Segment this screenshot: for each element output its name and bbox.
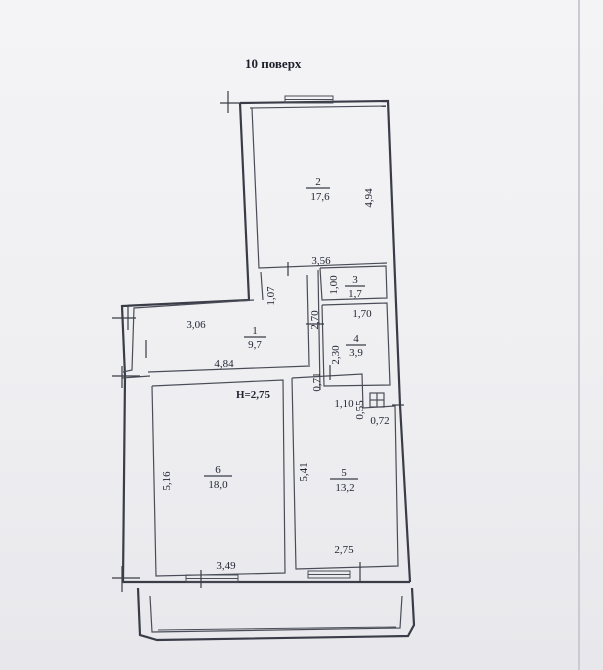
dimension-labels: 4,94 3,56 1,00 1,70 2,30 1,07 2,70 3,06 … [161,188,390,572]
dim-room4-height: 2,30 [330,345,342,365]
room-5-outline [291,373,399,570]
balcony [136,587,416,642]
dim-gap-071: 0,71 [311,372,323,391]
dim-room3-height: 1,00 [328,275,340,295]
dim-room5-width: 2,75 [334,544,354,556]
hall-lower-wall [121,365,311,379]
room-1-number: 1 [252,325,258,337]
floor-title: 10 поверх [245,56,302,71]
dim-gap-110: 1,10 [334,398,354,410]
dim-corridor-lower: 2,70 [309,310,321,330]
dim-hall-width-top: 3,06 [186,319,206,331]
dim-room2-height: 4,94 [363,188,375,208]
room-4-number: 4 [353,333,359,345]
room-3-number: 3 [352,274,358,286]
dim-room5-height: 5,41 [298,462,310,481]
ventilation-shaft [369,392,385,408]
room-6-number: 6 [215,464,221,476]
hall-inner-wall [122,299,255,373]
room-4-area: 3,9 [349,347,363,359]
dim-gap-055: 0,55 [354,400,366,420]
room-5-number: 5 [341,467,347,479]
east-wall [239,99,412,583]
west-and-south-wall [120,102,410,584]
dim-room6-width: 3,49 [216,560,236,572]
room-2-area: 17,6 [310,191,330,203]
room-2-outline [251,107,388,269]
room-1-area: 9,7 [248,339,262,351]
room-3-outline [319,265,388,301]
page-edge [578,0,580,670]
outer-walls [120,99,412,584]
room-4-outline [321,302,391,387]
dim-room4-width: 1,70 [352,308,372,320]
room-6-area: 18,0 [208,479,228,491]
dim-hall-width: 4,84 [214,358,234,370]
dim-room6-height: 5,16 [161,471,173,491]
dim-gap-072: 0,72 [370,415,389,427]
room-labels: 2 17,6 3 1,7 4 3,9 1 9,7 6 18,0 5 13,2 [204,176,366,494]
room-5-area: 13,2 [335,482,354,494]
room-6-outline [151,379,286,577]
dimension-ticks [112,91,404,592]
room-3-area: 1,7 [348,288,362,300]
corridor-walls [260,269,321,391]
dim-corridor-vertical: 1,07 [265,286,277,306]
dim-room2-width: 3,56 [311,255,331,267]
dim-ceiling-height: H=2,75 [236,389,271,401]
windows [185,95,351,583]
north-inner-wall [249,105,387,109]
room-2-number: 2 [315,176,321,188]
